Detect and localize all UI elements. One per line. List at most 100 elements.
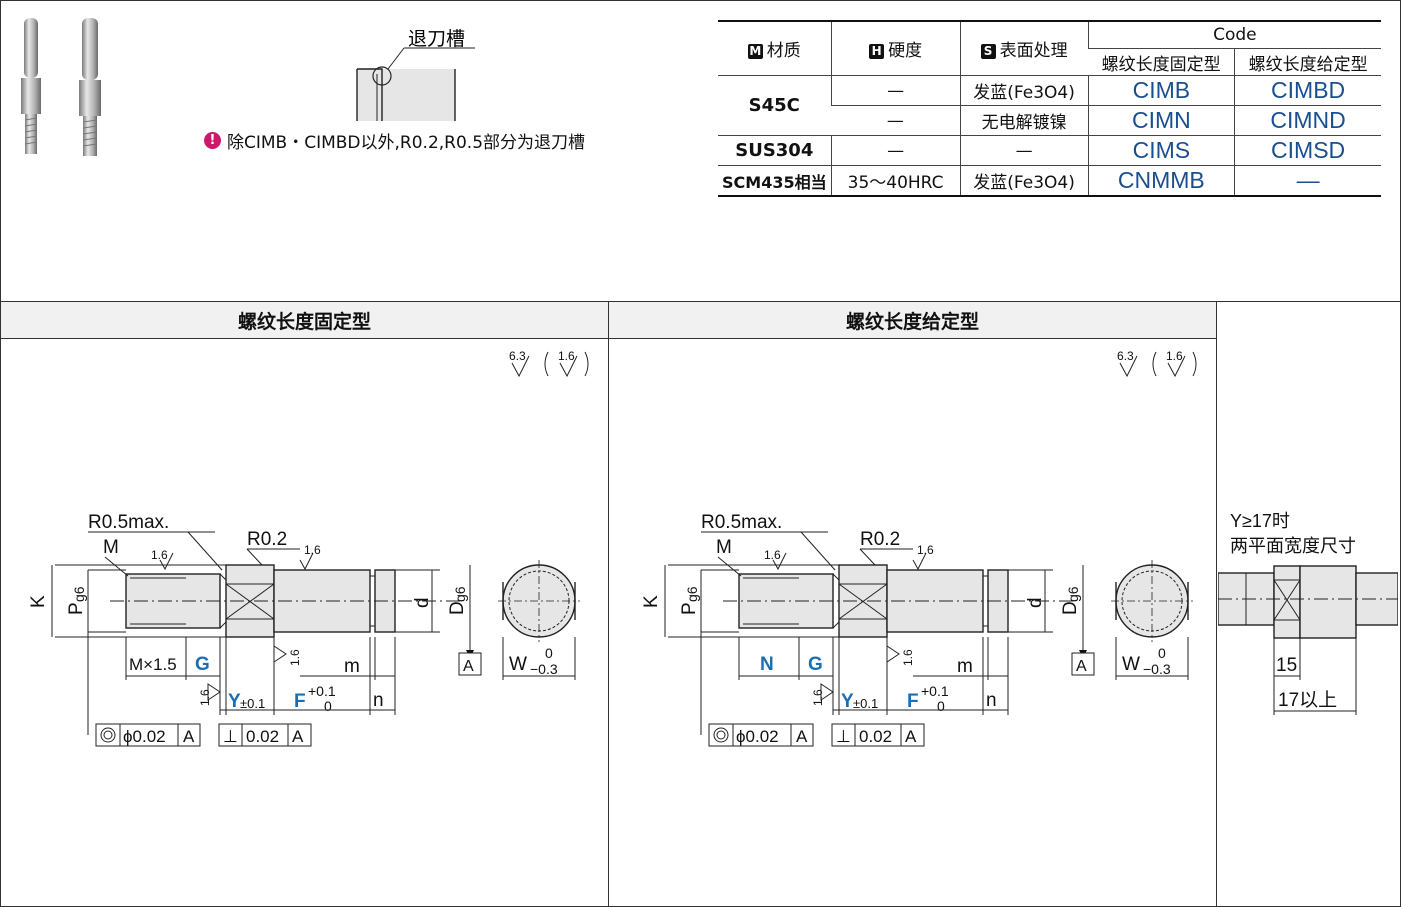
pin-left-image xyxy=(21,18,41,154)
svg-text:ϕ0.02: ϕ0.02 xyxy=(736,727,779,746)
section-title-given: 螺纹长度给定型 xyxy=(609,302,1216,338)
surface-cell: — xyxy=(959,135,1089,166)
svg-text:−0.3: −0.3 xyxy=(1143,661,1171,677)
svg-text:d: d xyxy=(1025,597,1046,608)
code-link[interactable]: CIMN xyxy=(1087,105,1235,136)
material-cell: SCM435相当 xyxy=(718,165,832,197)
svg-text:Y: Y xyxy=(841,691,854,712)
svg-text:1.6: 1.6 xyxy=(151,548,168,562)
svg-text:A: A xyxy=(905,727,917,746)
code-link[interactable]: CIMB xyxy=(1087,75,1235,106)
svg-text:±0.1: ±0.1 xyxy=(240,696,265,711)
hardness-cell: — xyxy=(830,135,961,166)
svg-text:A: A xyxy=(183,727,195,746)
svg-text:R0.2: R0.2 xyxy=(247,529,287,550)
svg-text:D: D xyxy=(447,601,468,615)
svg-text:W: W xyxy=(509,654,527,675)
product-photo xyxy=(21,18,101,156)
svg-text:0: 0 xyxy=(937,698,945,714)
material-badge: M xyxy=(747,44,763,59)
svg-text:K: K xyxy=(641,595,662,608)
hardness-cell: — xyxy=(830,75,961,106)
surface-cell: 无电解镀镍 xyxy=(959,105,1089,136)
hardness-badge: H xyxy=(869,44,885,59)
roughness-symbol xyxy=(1119,351,1197,378)
svg-text:R0.5max.: R0.5max. xyxy=(701,512,782,533)
svg-text:g6: g6 xyxy=(684,586,700,602)
material-cell: S45C xyxy=(718,75,832,136)
svg-text:M: M xyxy=(103,537,119,558)
coaxiality-frame xyxy=(95,723,201,747)
svg-text:Y: Y xyxy=(228,691,241,712)
groove-note: ! 除CIMB・CIMBD以外,R0.2,R0.5部分为退刀槽 xyxy=(204,128,585,153)
section-divider-mid xyxy=(608,301,609,907)
svg-text:K: K xyxy=(28,595,49,608)
side-dim-17: 17以上 xyxy=(1278,689,1337,711)
svg-text:⊥: ⊥ xyxy=(836,727,851,746)
material-cell: SUS304 xyxy=(718,135,832,166)
svg-text:1.6: 1.6 xyxy=(1166,349,1183,363)
svg-text:1.6: 1.6 xyxy=(901,649,915,666)
svg-text:+0.1: +0.1 xyxy=(308,683,336,699)
svg-text:1.6: 1.6 xyxy=(764,548,781,562)
code-link[interactable]: CIMSD xyxy=(1234,135,1382,166)
svg-text:1.6: 1.6 xyxy=(917,543,934,557)
svg-text:m: m xyxy=(344,656,360,677)
code-given-header: 螺纹长度给定型 xyxy=(1234,48,1382,76)
svg-text:P: P xyxy=(66,602,87,615)
coaxiality-frame xyxy=(708,723,814,747)
roughness-symbol xyxy=(511,351,589,378)
svg-text:0: 0 xyxy=(324,698,332,714)
code-link[interactable]: CNMMB xyxy=(1087,165,1235,197)
hardness-cell: — xyxy=(831,105,961,136)
exclamation-icon: ! xyxy=(204,132,221,149)
svg-text:N: N xyxy=(760,654,774,675)
wrench-flat-detail: Y≥17时 两平面宽度尺寸 15 17以上 xyxy=(1218,511,1398,715)
code-fixed-header: 螺纹长度固定型 xyxy=(1088,48,1235,76)
svg-text:−0.3: −0.3 xyxy=(530,661,558,677)
svg-text:P: P xyxy=(679,602,700,615)
section-title-fixed: 螺纹长度固定型 xyxy=(1,302,608,338)
code-link[interactable]: — xyxy=(1234,165,1382,197)
svg-text:R0.5max.: R0.5max. xyxy=(88,512,169,533)
groove-label: 退刀槽 xyxy=(408,28,465,50)
svg-text:1.6: 1.6 xyxy=(811,689,825,706)
svg-text:1.6: 1.6 xyxy=(558,349,575,363)
svg-text:0: 0 xyxy=(1158,645,1166,661)
svg-text:0.02: 0.02 xyxy=(859,727,892,746)
svg-text:ϕ0.02: ϕ0.02 xyxy=(123,727,166,746)
surface-badge: S xyxy=(980,44,996,59)
svg-text:M: M xyxy=(716,537,732,558)
svg-text:0.02: 0.02 xyxy=(246,727,279,746)
svg-text:6.3: 6.3 xyxy=(509,349,526,363)
svg-text:+0.1: +0.1 xyxy=(921,683,949,699)
perpendicularity-frame xyxy=(831,723,925,747)
groove-note-text: 除CIMB・CIMBD以外,R0.2,R0.5部分为退刀槽 xyxy=(227,133,586,153)
pin-right-image xyxy=(79,18,101,156)
section-divider-right xyxy=(1216,301,1217,907)
perpendicularity-frame xyxy=(218,723,312,747)
hardness-cell: 35～40HRC xyxy=(830,165,961,197)
svg-text:A: A xyxy=(292,727,304,746)
svg-text:F: F xyxy=(907,691,919,712)
svg-text:d: d xyxy=(412,597,433,608)
code-link[interactable]: CIMS xyxy=(1087,135,1235,166)
svg-text:M×1.5: M×1.5 xyxy=(129,655,177,674)
side-note-line1: Y≥17时 xyxy=(1230,511,1290,531)
drawing-given: 6.3 1.6 xyxy=(641,349,1197,747)
side-note-line2: 两平面宽度尺寸 xyxy=(1230,536,1356,556)
code-header: Code xyxy=(1087,20,1382,49)
code-link[interactable]: CIMND xyxy=(1234,105,1382,136)
svg-text:1.6: 1.6 xyxy=(288,649,302,666)
code-link[interactable]: CIMBD xyxy=(1234,75,1382,106)
svg-text:A: A xyxy=(463,658,474,675)
side-dim-15: 15 xyxy=(1276,655,1297,676)
svg-text:1.6: 1.6 xyxy=(198,689,212,706)
svg-text:D: D xyxy=(1060,601,1081,615)
svg-text:R0.2: R0.2 xyxy=(860,529,900,550)
svg-text:±0.1: ±0.1 xyxy=(853,696,878,711)
